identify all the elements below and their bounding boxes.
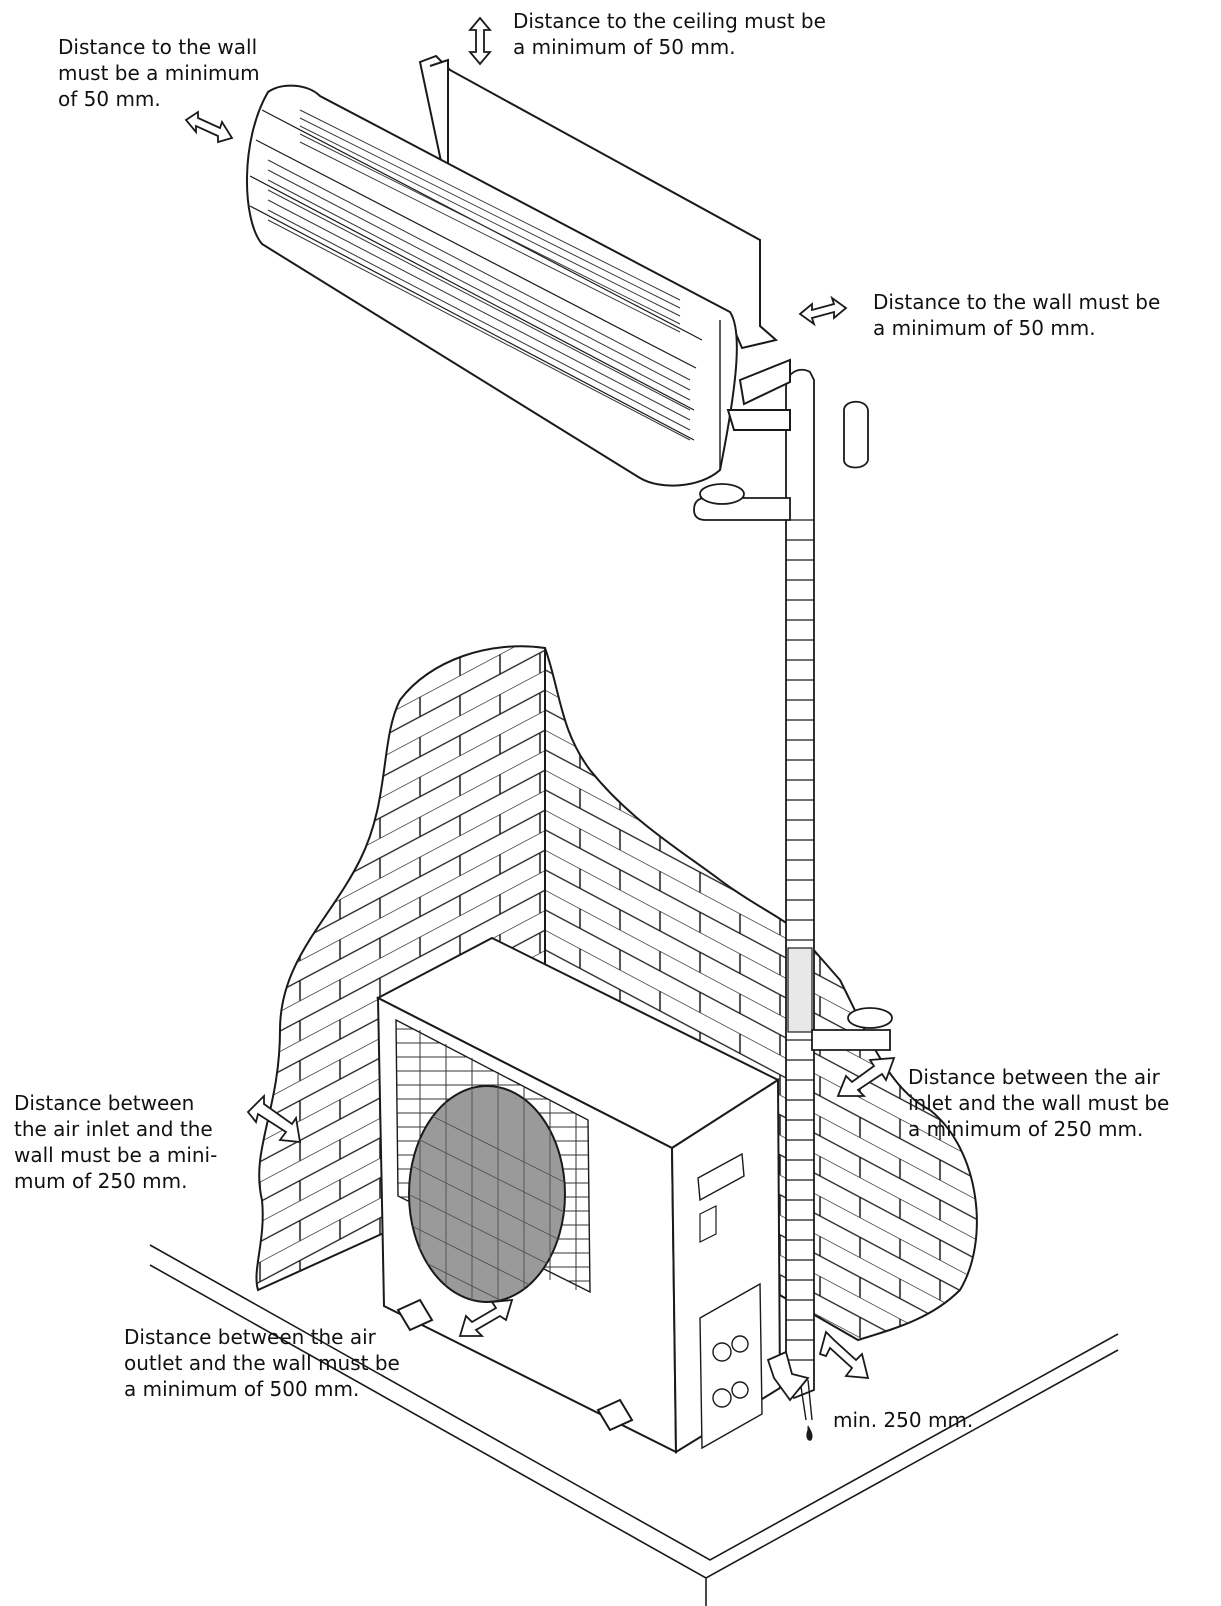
outdoor-unit — [375, 936, 782, 1454]
arrow-inlet-right-icon — [836, 1056, 896, 1097]
fan-disc — [408, 1085, 566, 1303]
wall-clearance-right-label: Distance to the wall must be a minimum o… — [873, 290, 1161, 340]
arrow-min250-icon — [818, 1330, 870, 1380]
arrow-air-flow-icon — [766, 1350, 810, 1402]
arrow-inlet-left-icon — [246, 1093, 302, 1144]
air-inlet-right-label: Distance between the air inlet and the w… — [908, 1065, 1170, 1141]
arrow-outlet-icon — [458, 1298, 514, 1337]
refrigerant-pipe — [693, 368, 893, 1441]
ceiling-clearance-label: Distance to the ceiling must be a minimu… — [513, 9, 826, 59]
air-inlet-left-label: Distance between the air inlet and the w… — [14, 1091, 218, 1193]
min-clearance-label: min. 250 mm. — [833, 1408, 974, 1432]
arrow-wall-left-icon — [184, 110, 234, 144]
arrow-wall-right-icon — [798, 295, 848, 327]
indoor-unit — [245, 54, 791, 487]
arrow-ceiling-icon — [468, 16, 492, 66]
air-outlet-label: Distance between the air outlet and the … — [124, 1325, 400, 1401]
clearance-arrows — [184, 16, 896, 1402]
floor — [149, 1244, 1119, 1606]
wall-clearance-left-label: Distance to the wall must be a minimum o… — [58, 35, 260, 111]
